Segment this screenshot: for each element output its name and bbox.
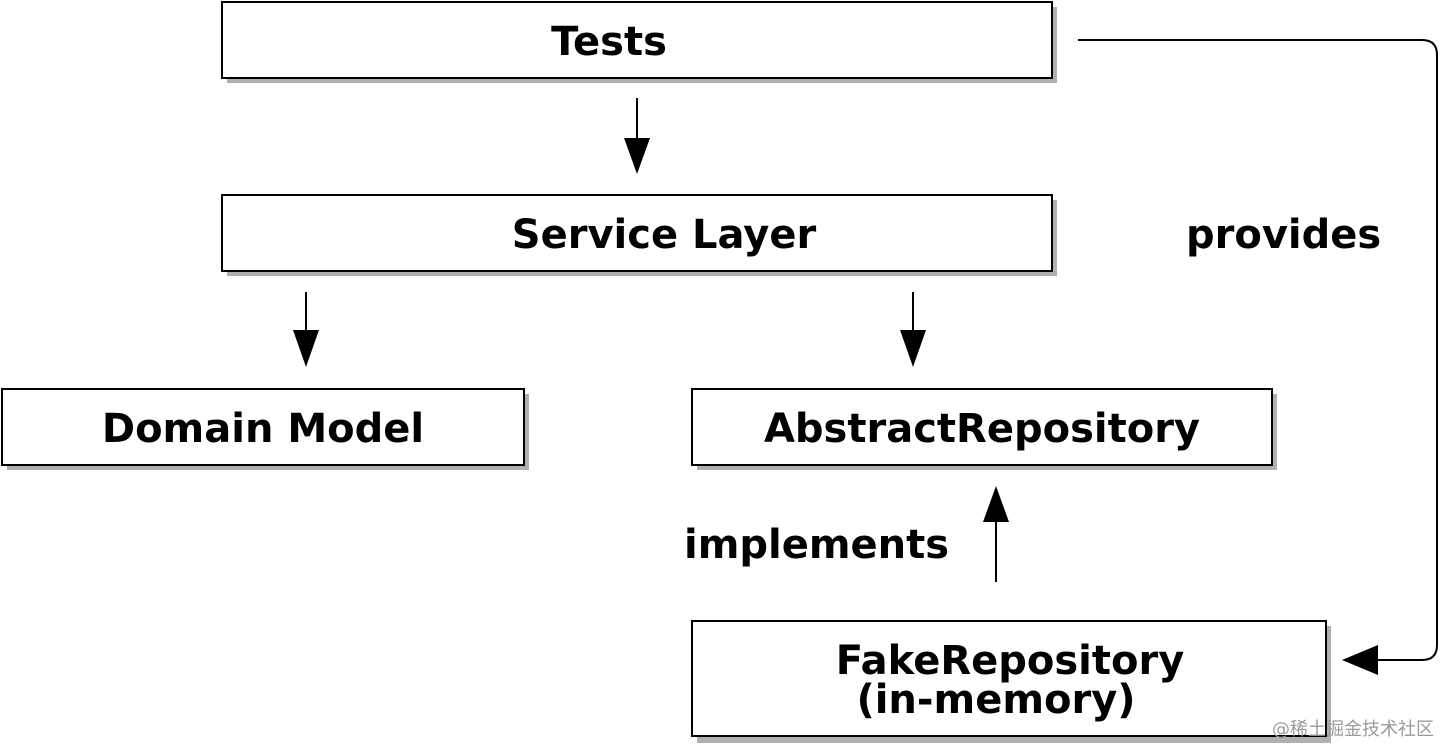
fake-repository-node: FakeRepository (in-memory): [691, 620, 1331, 743]
abstract-repository-label: AbstractRepository: [764, 406, 1200, 452]
abstract-repository-node: AbstractRepository: [691, 388, 1277, 470]
domain-model-node: Domain Model: [1, 388, 529, 470]
service-layer-label: Service Layer: [512, 212, 817, 258]
tests-node: Tests: [221, 1, 1057, 83]
watermark: @稀土掘金技术社区: [1272, 719, 1434, 740]
fake-repository-label-line2: (in-memory): [856, 677, 1135, 723]
arrow-tests-to-service: [624, 98, 650, 174]
arrow-service-to-domain: [293, 292, 319, 367]
tests-label: Tests: [551, 19, 667, 65]
arrow-service-to-abstract-repo: [900, 292, 926, 367]
arrow-implements: [983, 486, 1009, 582]
provides-label: provides: [1186, 212, 1381, 258]
fake-repository-label-line1: FakeRepository: [836, 638, 1185, 684]
domain-model-label: Domain Model: [102, 406, 424, 452]
implements-label: implements: [684, 522, 949, 568]
arrow-provides: [1078, 39, 1438, 675]
service-layer-node: Service Layer: [221, 194, 1057, 276]
